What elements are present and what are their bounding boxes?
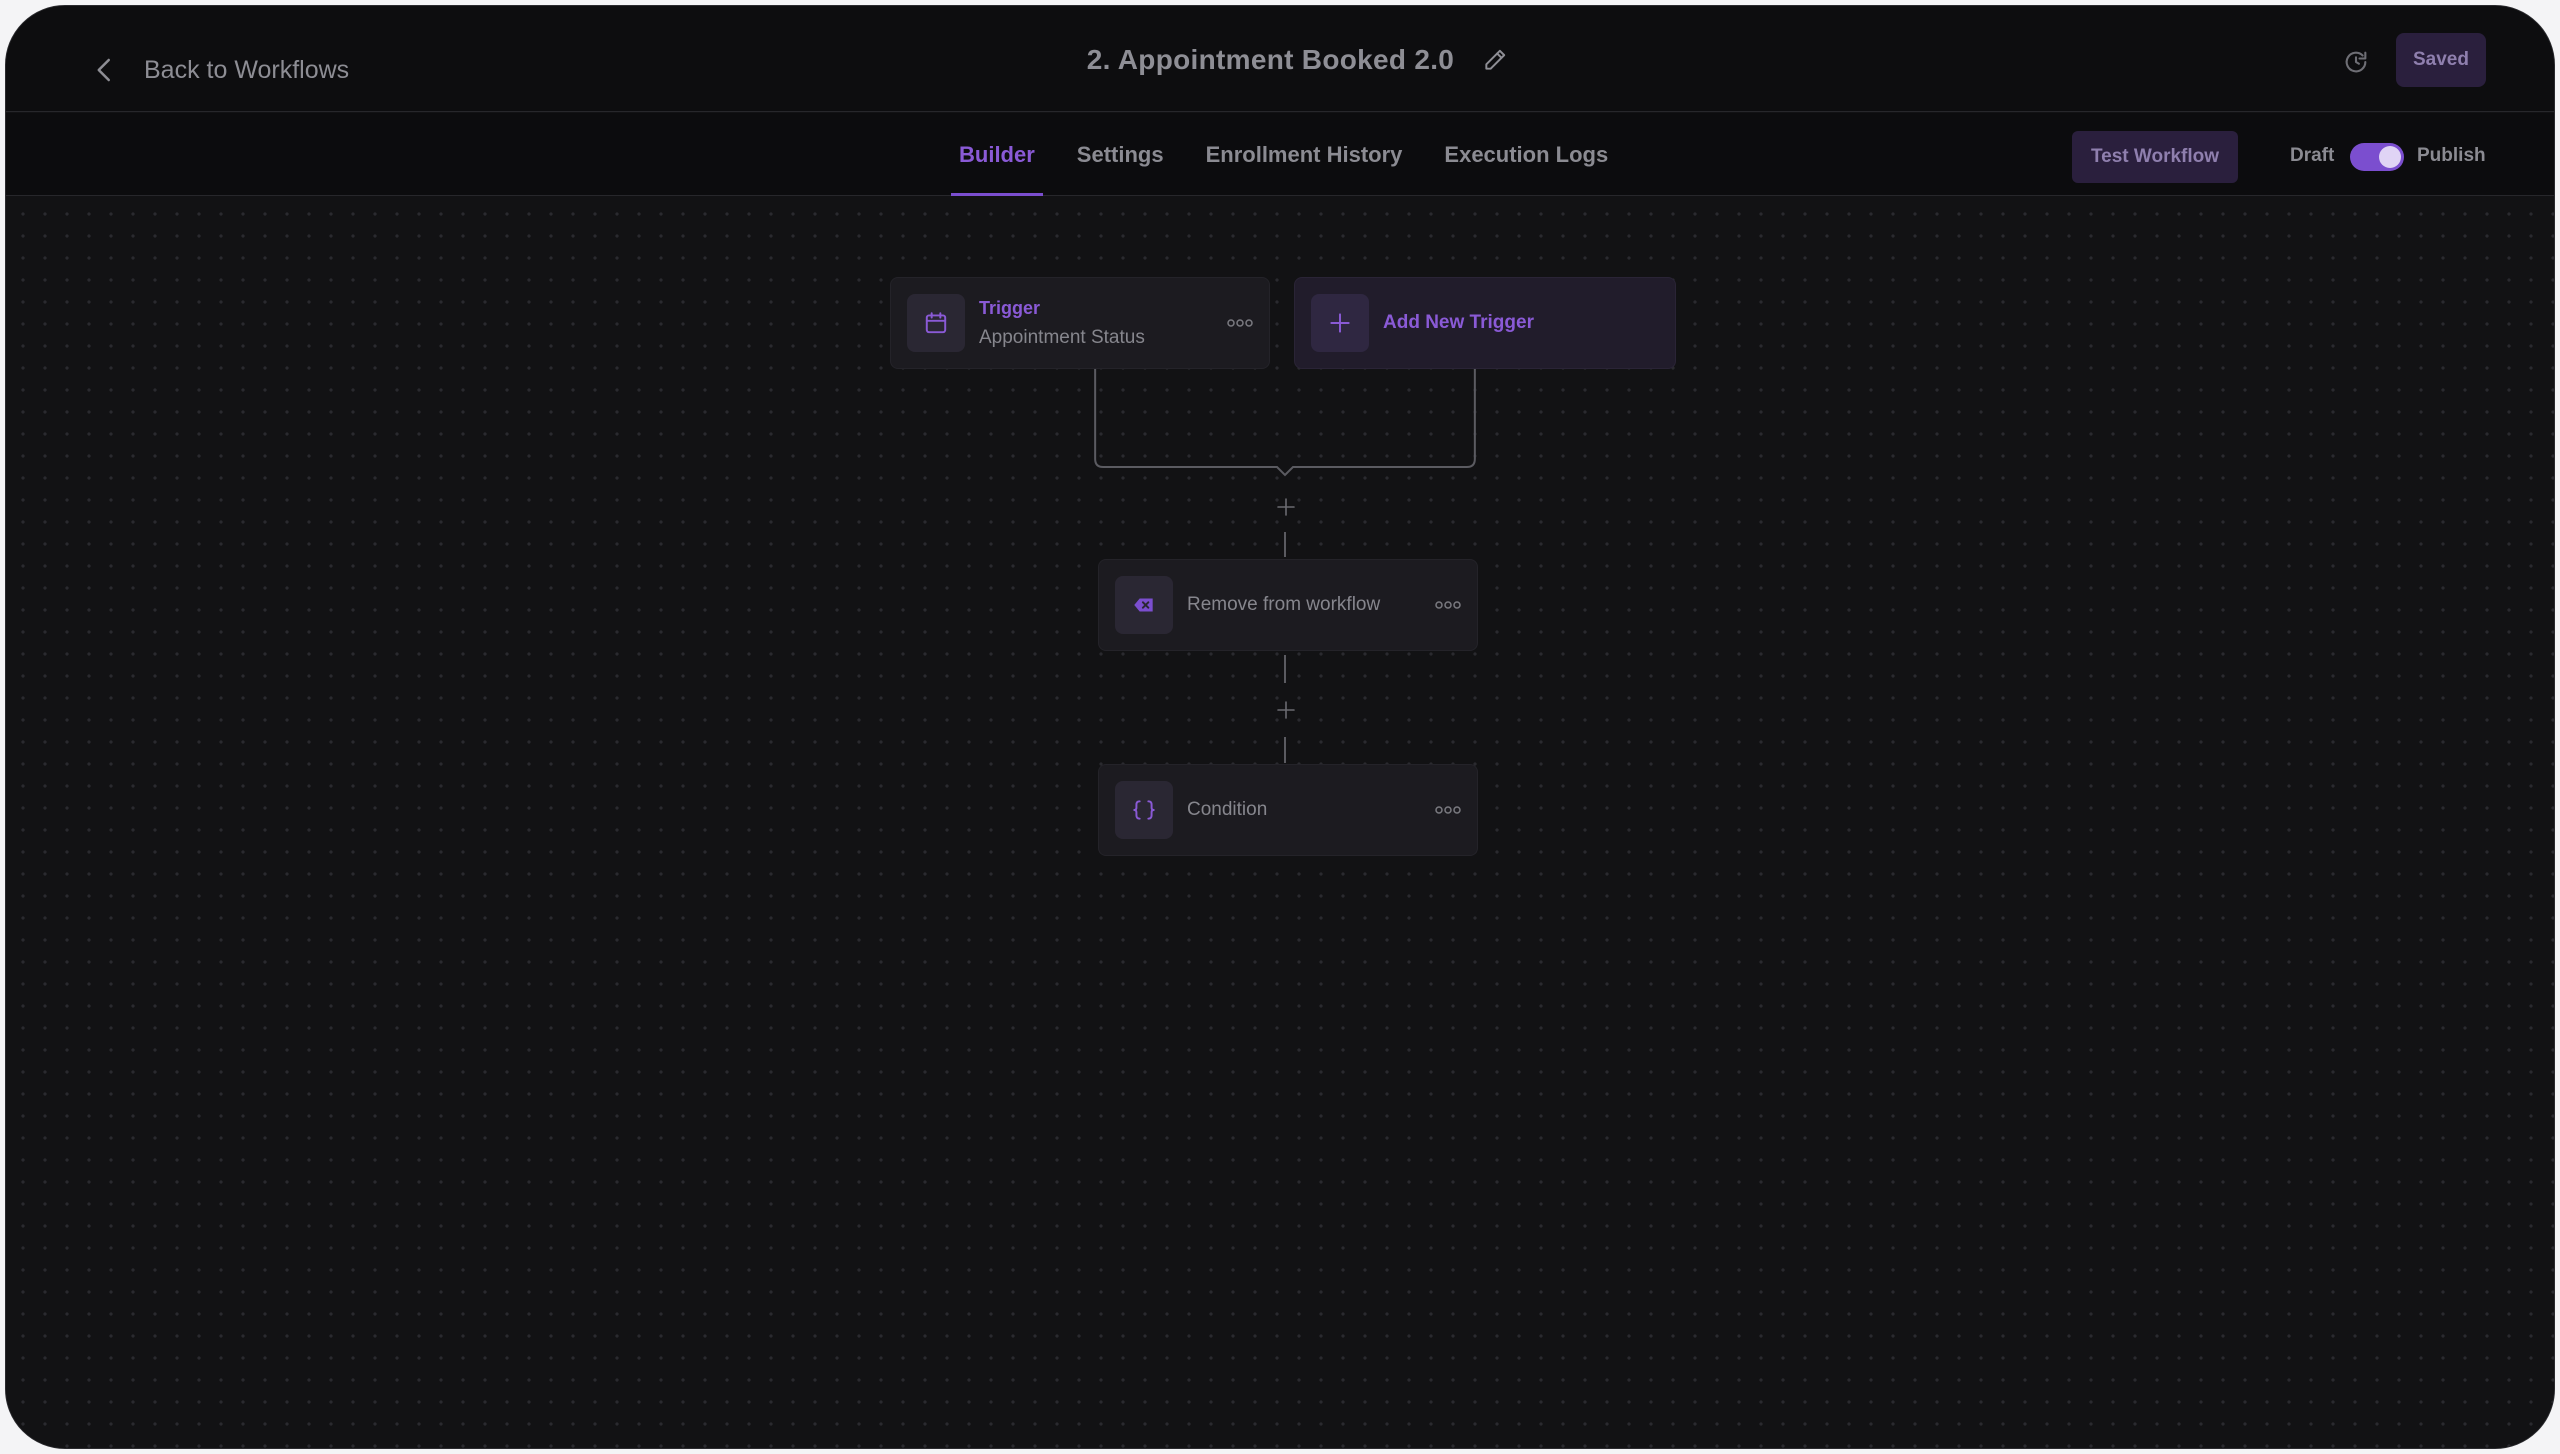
publish-toggle[interactable] — [2350, 143, 2404, 171]
plus-icon — [1330, 313, 1350, 333]
braces-icon — [1133, 800, 1155, 820]
workflow-canvas[interactable]: Trigger Appointment Status Add New Trigg… — [6, 197, 2554, 1448]
step-icon-box — [1115, 576, 1173, 634]
add-step-plus-icon[interactable] — [1274, 495, 1298, 519]
tab-bar: Builder Settings Enrollment History Exec… — [951, 113, 1642, 196]
app-window: Back to Workflows 2. Appointment Booked … — [5, 5, 2555, 1449]
back-to-workflows-link[interactable]: Back to Workflows — [90, 50, 349, 90]
title-area: 2. Appointment Booked 2.0 — [6, 44, 2554, 76]
add-step-plus-icon[interactable] — [1274, 698, 1298, 722]
more-options-icon[interactable] — [1435, 805, 1461, 815]
trigger-node[interactable]: Trigger Appointment Status — [890, 277, 1270, 369]
saved-button[interactable]: Saved — [2396, 33, 2486, 87]
trigger-label: Trigger — [979, 297, 1041, 318]
chevron-left-icon — [97, 58, 110, 82]
tab-enrollment-history[interactable]: Enrollment History — [1205, 141, 1403, 167]
add-trigger-label: Add New Trigger — [1383, 312, 1534, 333]
add-trigger-icon-box — [1311, 294, 1369, 352]
trigger-icon-box — [907, 294, 965, 352]
workflow-title: 2. Appointment Booked 2.0 — [1086, 44, 1455, 75]
tab-settings[interactable]: Settings — [1076, 141, 1164, 167]
back-label: Back to Workflows — [144, 55, 350, 84]
trigger-text: Trigger Appointment Status — [979, 298, 1145, 349]
publish-label: Publish — [2417, 145, 2486, 166]
top-bar: Back to Workflows 2. Appointment Booked … — [6, 6, 2554, 112]
step-label: Condition — [1187, 799, 1268, 820]
toggle-knob — [2379, 146, 2401, 168]
history-icon[interactable] — [2342, 48, 2370, 76]
tab-execution-logs[interactable]: Execution Logs — [1444, 141, 1609, 167]
step-icon-box — [1115, 781, 1173, 839]
trigger-value: Appointment Status — [979, 326, 1145, 348]
tab-builder[interactable]: Builder — [951, 113, 1043, 196]
remove-tag-icon — [1134, 598, 1153, 612]
add-new-trigger-node[interactable]: Add New Trigger — [1294, 277, 1676, 369]
sub-toolbar: Builder Settings Enrollment History Exec… — [6, 113, 2554, 196]
calendar-icon — [925, 312, 947, 334]
step-label: Remove from workflow — [1187, 594, 1381, 615]
test-workflow-button[interactable]: Test Workflow — [2072, 131, 2238, 183]
more-options-icon[interactable] — [1435, 600, 1461, 610]
more-options-icon[interactable] — [1227, 318, 1253, 328]
draft-label: Draft — [2290, 145, 2335, 166]
step-node-remove-from-workflow[interactable]: Remove from workflow — [1098, 559, 1478, 651]
pencil-icon[interactable] — [1482, 47, 1508, 73]
step-node-condition[interactable]: Condition — [1098, 764, 1478, 856]
